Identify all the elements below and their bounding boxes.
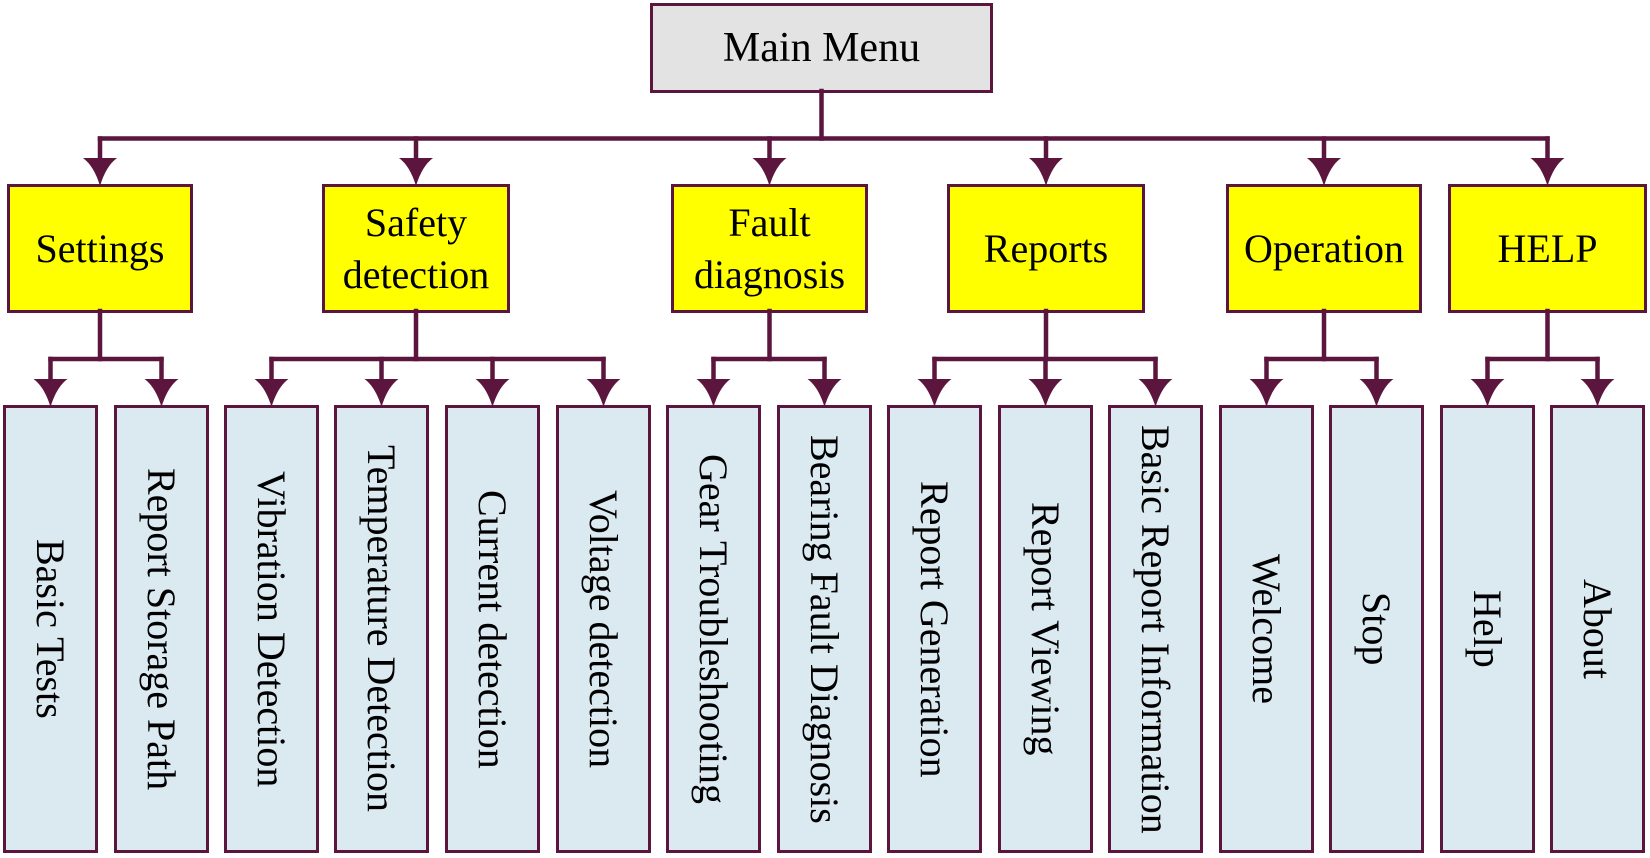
menu-node-label: HELP <box>1497 225 1598 271</box>
menu-node-reports: Reports <box>947 184 1145 313</box>
submenu-node-label: Help <box>1465 590 1510 668</box>
submenu-node-basic-tests: Basic Tests <box>3 405 98 853</box>
submenu-node-current-detection: Current detection <box>445 405 540 853</box>
submenu-node-label: Basic Report Information <box>1133 424 1178 834</box>
submenu-node-label: Report Storage Path <box>139 467 184 791</box>
menu-node-label: Safety detection <box>342 199 490 297</box>
submenu-node-label: Bearing Fault Diagnosis <box>802 434 847 824</box>
submenu-node-vibration-detection: Vibration Detection <box>224 405 319 853</box>
submenu-node-welcome: Welcome <box>1219 405 1314 853</box>
menu-node-label: Operation <box>1244 225 1404 271</box>
submenu-node-report-generation: Report Generation <box>887 405 982 853</box>
submenu-node-label: About <box>1575 579 1620 679</box>
menu-node-label: Reports <box>983 225 1109 271</box>
menu-node-label: Fault diagnosis <box>693 199 846 297</box>
submenu-node-report-storage-path: Report Storage Path <box>114 405 209 853</box>
submenu-node-label: Vibration Detection <box>249 470 294 788</box>
submenu-node-label: Welcome <box>1244 553 1289 705</box>
submenu-node-label: Stop <box>1354 592 1399 666</box>
submenu-node-help: Help <box>1440 405 1535 853</box>
menu-node-fault-diagnosis: Fault diagnosis <box>671 184 868 313</box>
submenu-node-label: Gear Troubleshooting <box>691 454 736 804</box>
menu-node-safety-detection: Safety detection <box>322 184 510 313</box>
submenu-node-bearing-fault-diagnosis: Bearing Fault Diagnosis <box>777 405 872 853</box>
menu-node-settings: Settings <box>7 184 193 313</box>
submenu-node-label: Temperature Detection <box>359 445 404 813</box>
root-node-main-menu: Main Menu <box>650 3 993 93</box>
submenu-node-label: Report Generation <box>912 480 957 778</box>
submenu-node-report-viewing: Report Viewing <box>998 405 1093 853</box>
submenu-node-voltage-detection: Voltage detection <box>556 405 651 853</box>
submenu-node-label: Voltage detection <box>581 489 626 769</box>
menu-node-operation: Operation <box>1226 184 1422 313</box>
menu-node-label: Settings <box>35 225 165 271</box>
submenu-node-temperature-detection: Temperature Detection <box>334 405 429 853</box>
submenu-node-stop: Stop <box>1329 405 1424 853</box>
submenu-node-label: Current detection <box>470 489 515 769</box>
submenu-node-basic-report-information: Basic Report Information <box>1108 405 1203 853</box>
submenu-node-about: About <box>1550 405 1645 853</box>
root-node-label: Main Menu <box>722 25 921 71</box>
submenu-node-gear-troubleshooting: Gear Troubleshooting <box>666 405 761 853</box>
submenu-node-label: Basic Tests <box>28 539 73 719</box>
menu-node-help: HELP <box>1448 184 1647 313</box>
submenu-node-label: Report Viewing <box>1023 502 1068 756</box>
